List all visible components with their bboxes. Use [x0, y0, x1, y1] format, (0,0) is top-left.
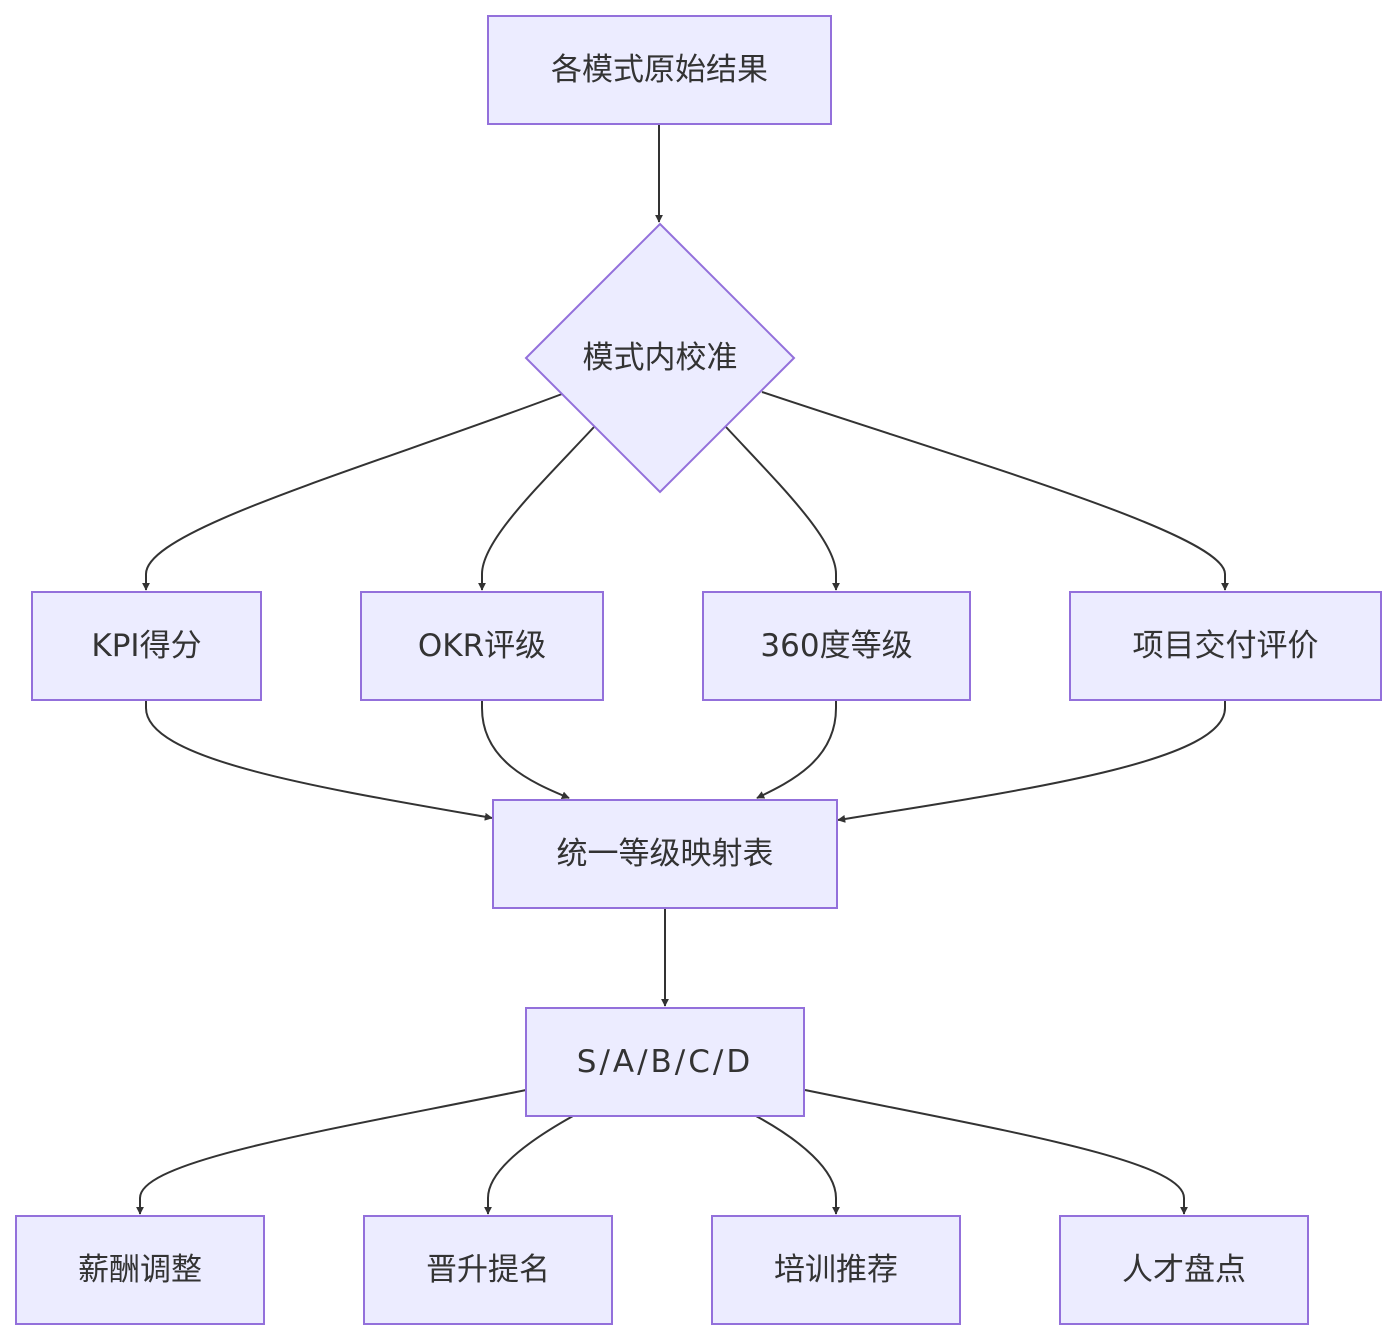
node-okr[interactable]: OKR评级	[360, 591, 604, 701]
edge-calibration-to-360	[725, 426, 840, 591]
node-calibration-decision[interactable]: 模式内校准	[524, 222, 796, 494]
node-360-label: 360度等级	[760, 628, 912, 664]
node-360[interactable]: 360度等级	[702, 591, 971, 701]
node-training-label: 培训推荐	[774, 1252, 898, 1288]
edge-grades-to-talent-review	[804, 1089, 1188, 1215]
node-salary[interactable]: 薪酬调整	[15, 1215, 265, 1325]
edge-grades-to-promotion	[484, 1115, 574, 1215]
edge-grades-to-training	[755, 1115, 840, 1215]
node-project[interactable]: 项目交付评价	[1069, 591, 1382, 701]
node-raw-results-label: 各模式原始结果	[551, 52, 768, 88]
edge-calibration-to-project	[761, 391, 1229, 591]
node-kpi[interactable]: KPI得分	[31, 591, 262, 701]
node-project-label: 项目交付评价	[1133, 628, 1319, 664]
node-promotion-label: 晋升提名	[426, 1252, 550, 1288]
edges	[136, 124, 1229, 1215]
node-kpi-label: KPI得分	[91, 628, 201, 664]
edge-calibration-to-okr	[478, 426, 595, 591]
node-grades[interactable]: S/A/B/C/D	[525, 1007, 805, 1117]
node-mapping-label: 统一等级映射表	[557, 836, 774, 872]
node-talent-review-label: 人才盘点	[1122, 1252, 1246, 1288]
edge-okr-to-mapping	[481, 700, 570, 799]
node-raw-results[interactable]: 各模式原始结果	[487, 15, 832, 125]
edge-grades-to-salary	[136, 1089, 527, 1215]
edge-kpi-to-mapping	[145, 700, 493, 821]
node-mapping[interactable]: 统一等级映射表	[492, 799, 838, 909]
node-talent-review[interactable]: 人才盘点	[1059, 1215, 1309, 1325]
node-salary-label: 薪酬调整	[78, 1252, 202, 1288]
node-training[interactable]: 培训推荐	[711, 1215, 961, 1325]
node-calibration-label: 模式内校准	[583, 340, 738, 376]
node-promotion[interactable]: 晋升提名	[363, 1215, 613, 1325]
edge-360-to-mapping	[756, 700, 837, 799]
edge-calibration-to-kpi	[142, 393, 563, 591]
node-grades-label: S/A/B/C/D	[577, 1044, 753, 1080]
node-okr-label: OKR评级	[418, 628, 546, 664]
edge-project-to-mapping	[837, 700, 1226, 823]
